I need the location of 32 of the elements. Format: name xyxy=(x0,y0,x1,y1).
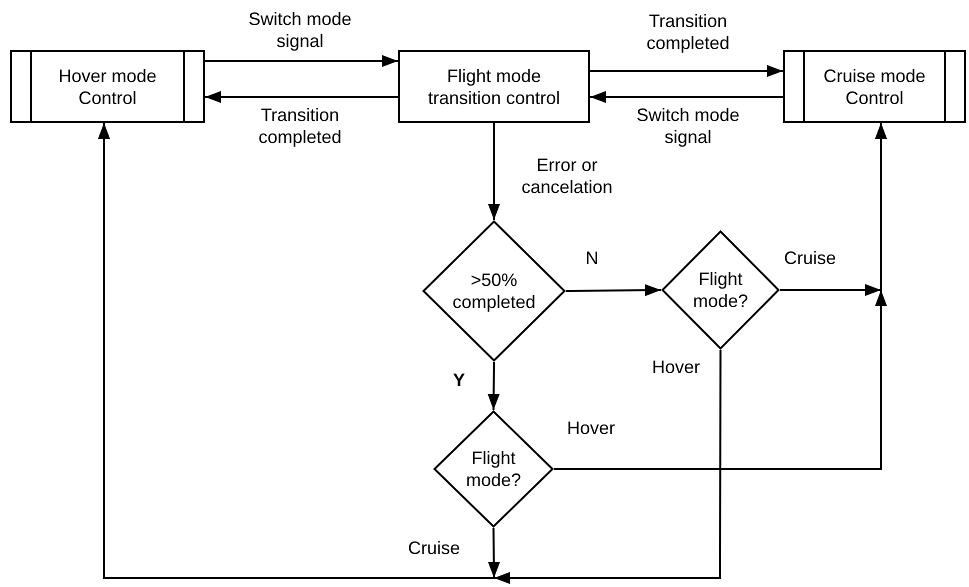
edge-label: Hover xyxy=(650,356,701,378)
edge-label: Switch mode signal xyxy=(247,8,353,52)
predefined-process-box xyxy=(10,50,205,123)
decision-diamond xyxy=(422,220,566,362)
decision-diamond xyxy=(433,410,554,528)
node-label: Cruise mode Control xyxy=(822,64,927,108)
decision-diamond xyxy=(661,230,780,350)
edge-label: Y xyxy=(452,369,466,391)
arrow xyxy=(488,123,500,220)
edge-label: Hover xyxy=(566,417,616,439)
edge-label: Switch mode signal xyxy=(635,104,741,148)
node-label: >50% completed xyxy=(451,269,537,313)
arrow xyxy=(590,65,783,77)
edge-label: Transition completed xyxy=(257,104,343,148)
arrow xyxy=(488,362,500,410)
edge-label: N xyxy=(584,247,600,269)
arrow xyxy=(554,123,887,470)
arrow xyxy=(590,91,783,103)
edge-label: Error or cancelation xyxy=(520,154,614,198)
node-label: Flight mode? xyxy=(464,447,522,491)
node-label: Hover mode Control xyxy=(57,64,158,108)
edge-label: Cruise xyxy=(406,537,461,559)
arrow xyxy=(98,123,500,579)
arrow xyxy=(205,91,398,103)
predefined-process-box xyxy=(783,50,966,123)
edge-label: Cruise xyxy=(782,247,837,269)
node-label: Flight mode? xyxy=(692,268,750,312)
arrow xyxy=(205,55,398,67)
arrow xyxy=(566,284,662,296)
process-box xyxy=(398,50,590,123)
edge-label: Transition completed xyxy=(645,10,731,54)
node-label: Flight mode transition control xyxy=(426,64,562,108)
